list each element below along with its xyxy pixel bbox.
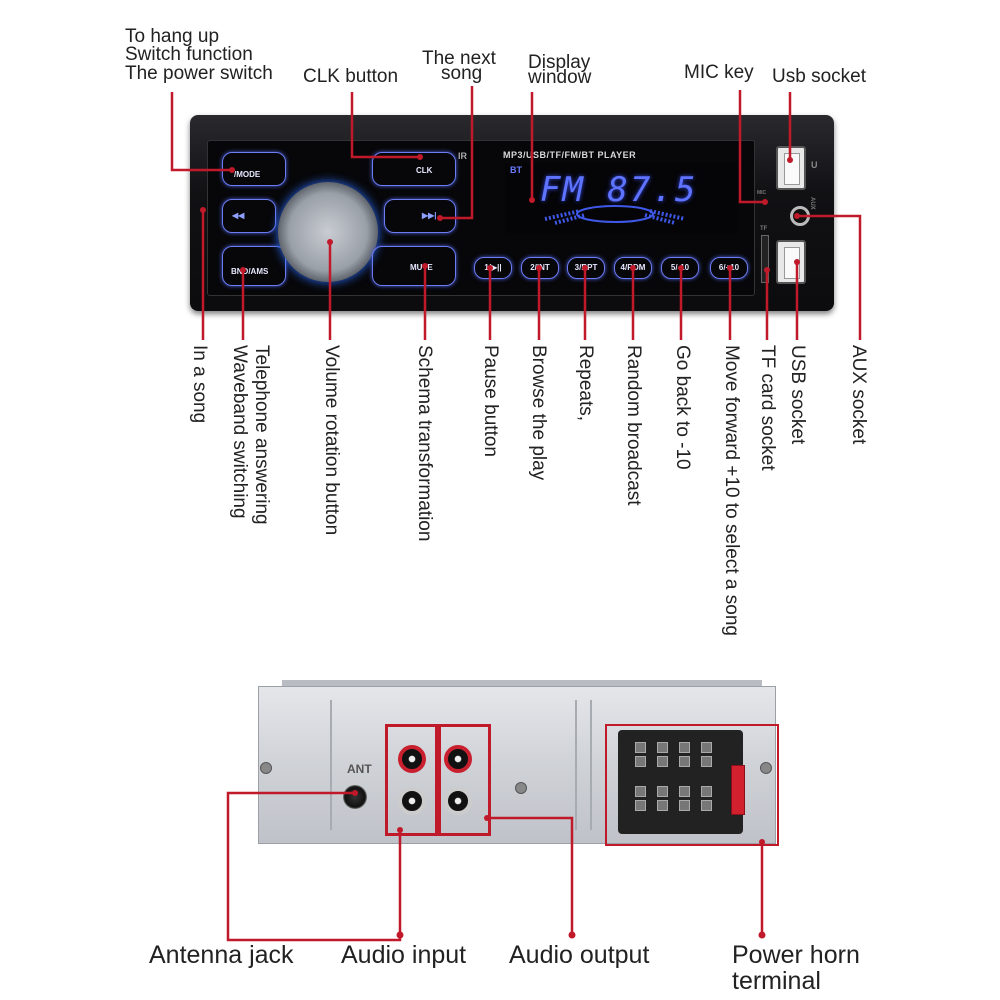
display-bt-indicator: BT xyxy=(510,165,522,175)
callout-random-broadcast: Random broadcast xyxy=(623,345,644,506)
callout-next-song-line2: song xyxy=(441,63,483,84)
audio-input-right-jack[interactable] xyxy=(398,745,426,773)
tf-card-socket[interactable] xyxy=(761,235,769,283)
iso-pin xyxy=(657,756,668,767)
ir-sensor-label: IR xyxy=(458,151,467,161)
iso-pin xyxy=(657,786,668,797)
leader-anchor-dot xyxy=(758,931,766,939)
audio-input-frame xyxy=(385,724,441,836)
mute-button-label: MUTE xyxy=(410,263,433,272)
iso-pin xyxy=(679,786,690,797)
callout-display-line2: window xyxy=(528,67,592,88)
callout-next-song-line1: The next xyxy=(422,48,496,69)
callout-go-back-10: Go back to -10 xyxy=(672,345,693,470)
audio-output-frame xyxy=(435,724,491,836)
callout-usb-socket-bottom: USB socket xyxy=(787,345,808,445)
callout-volume-rotation: Volume rotation button xyxy=(321,345,342,536)
antenna-jack[interactable] xyxy=(343,785,367,809)
iso-pin xyxy=(635,756,646,767)
callout-pause-button: Pause button xyxy=(480,345,501,457)
iso-pin xyxy=(635,786,646,797)
callout-clk: CLK button xyxy=(303,66,399,87)
callout-power-line3: The power switch xyxy=(125,63,273,84)
iso-pin xyxy=(635,800,646,811)
iso-pin xyxy=(657,742,668,753)
callout-in-a-song: In a song xyxy=(189,345,210,424)
audio-output-left-jack[interactable] xyxy=(444,787,472,815)
iso-pin xyxy=(701,756,712,767)
mode-button[interactable] xyxy=(222,152,286,186)
number-button-6[interactable]: 6/+10 xyxy=(710,257,748,279)
callout-aux-socket: AUX socket xyxy=(848,345,869,445)
iso-pin xyxy=(701,786,712,797)
player-title: MP3/USB/TF/FM/BT PLAYER xyxy=(503,150,637,160)
usb-top-mark: U xyxy=(811,160,818,170)
iso-pin xyxy=(679,756,690,767)
mute-button[interactable] xyxy=(372,246,456,286)
usb-socket-bottom[interactable] xyxy=(776,240,806,284)
callout-audio-output: Audio output xyxy=(509,941,650,969)
screw-icon xyxy=(760,762,772,774)
audio-input-left-jack[interactable] xyxy=(398,787,426,815)
callout-mic-key: MIC key xyxy=(684,62,754,83)
tf-mark: TF xyxy=(760,226,768,232)
callout-antenna-jack: Antenna jack xyxy=(149,941,294,969)
aux-mark: AUX xyxy=(809,197,815,210)
callout-audio-input: Audio input xyxy=(341,941,467,969)
callout-move-forward-10: Move forward +10 to select a song xyxy=(721,345,742,636)
iso-pin xyxy=(679,800,690,811)
screw-icon xyxy=(260,762,272,774)
iso-pin xyxy=(701,742,712,753)
callout-tf-card-socket: TF card socket xyxy=(757,345,778,471)
clk-button[interactable] xyxy=(372,152,456,186)
callout-usb-socket: Usb socket xyxy=(772,66,866,87)
next-button[interactable] xyxy=(384,199,456,233)
iso-pin xyxy=(701,800,712,811)
band-button[interactable] xyxy=(222,246,286,286)
screw-icon xyxy=(515,782,527,794)
leader-anchor-dot xyxy=(568,931,576,939)
prev-button-label: ◀◀ xyxy=(232,211,245,220)
aux-socket[interactable] xyxy=(790,206,810,226)
display-spectrum xyxy=(544,205,686,225)
callout-display-line1: Display xyxy=(528,52,591,73)
iso-pin xyxy=(679,742,690,753)
mic-mark: MIC xyxy=(757,190,767,196)
heatsink-fin xyxy=(575,700,577,830)
fuse xyxy=(731,765,745,815)
clk-button-label: CLK xyxy=(416,166,433,175)
prev-button[interactable] xyxy=(222,199,276,233)
number-button-5[interactable]: 5/-10 xyxy=(661,257,699,279)
callout-browse-the-play: Browse the play xyxy=(528,345,549,481)
number-button-4[interactable]: 4/RDM xyxy=(614,257,652,279)
leader-anchor-dot xyxy=(396,931,404,939)
callout-power-line2: Switch function xyxy=(125,44,253,65)
callout-schema-transformation: Schema transformation xyxy=(414,345,435,542)
next-button-label: ▶▶| xyxy=(422,211,437,220)
callout-waveband-switching: Waveband switching xyxy=(229,345,250,519)
heatsink-fin xyxy=(330,700,332,830)
display-readout: FM 87.5 xyxy=(540,170,698,210)
iso-pin xyxy=(635,742,646,753)
antenna-mark: ANT xyxy=(347,762,372,776)
mode-button-label: /MODE xyxy=(234,170,261,179)
number-button-1[interactable]: 1/▶|| xyxy=(474,257,512,279)
usb-socket-top[interactable] xyxy=(776,146,806,190)
callout-power-horn-line2: terminal xyxy=(732,967,821,995)
iso-pin xyxy=(657,800,668,811)
callout-power-horn-line1: Power horn xyxy=(732,941,860,969)
audio-output-right-jack[interactable] xyxy=(444,745,472,773)
callout-power-line1: To hang up xyxy=(125,26,220,47)
number-button-2[interactable]: 2/INT xyxy=(521,257,559,279)
heatsink-fin xyxy=(590,700,592,830)
number-button-3[interactable]: 3/RPT xyxy=(567,257,605,279)
power-horn-terminal-frame xyxy=(605,724,779,846)
volume-knob[interactable] xyxy=(278,182,378,282)
callout-repeats: Repeats, xyxy=(575,345,596,422)
rear-top-cover xyxy=(282,680,762,690)
callout-telephone-answering: Telephone answering xyxy=(251,345,272,525)
band-button-label: BND/AMS xyxy=(231,267,269,276)
